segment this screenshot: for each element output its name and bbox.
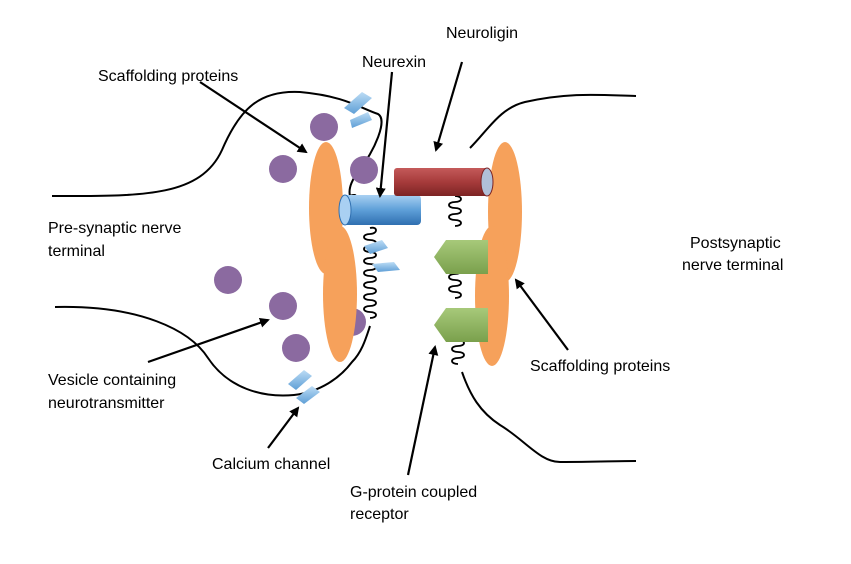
postsynaptic-membrane-upper: [469, 93, 637, 149]
label-vesicle-line2: neurotransmitter: [48, 395, 165, 412]
label-postsynaptic-line2: nerve terminal: [682, 257, 783, 274]
arrow-scaffolding-post: [514, 278, 569, 351]
label-presynaptic-line2: terminal: [48, 243, 105, 260]
calcium-channel-icon: [372, 262, 400, 272]
arrow-vesicle: [147, 317, 270, 364]
vesicle: [269, 292, 297, 320]
label-gpcr-line1: G-protein coupled: [350, 484, 477, 501]
gpcr: [434, 240, 488, 274]
neurexin-cap: [338, 194, 352, 226]
gpcr: [434, 308, 488, 342]
neurexin: [343, 195, 421, 225]
calcium-channel-icon: [364, 240, 388, 254]
presynaptic-coil-mid: [363, 226, 377, 319]
vesicle: [282, 334, 310, 362]
arrow-neuroligin: [433, 61, 464, 152]
label-neuroligin: Neuroligin: [446, 25, 518, 42]
neuroligin-cap: [480, 167, 494, 197]
label-neurexin: Neurexin: [362, 54, 426, 71]
postsynaptic-coil-bottom: [451, 339, 465, 365]
calcium-channel-icon: [350, 112, 372, 128]
label-scaffolding-post: Scaffolding proteins: [530, 358, 670, 375]
label-calcium-channel: Calcium channel: [212, 456, 330, 473]
arrow-gpcr: [406, 345, 439, 476]
label-presynaptic-line1: Pre-synaptic nerve: [48, 220, 181, 237]
label-gpcr-line2: receptor: [350, 506, 409, 523]
calcium-channel-icon: [344, 92, 372, 114]
presynaptic-scaffolding-protein: [323, 226, 357, 362]
calcium-channel-icon: [288, 370, 312, 390]
arrow-scaffolding-pre: [199, 81, 308, 154]
vesicle: [269, 155, 297, 183]
calcium-channel-icon: [296, 386, 320, 404]
arrow-neurexin: [375, 71, 394, 198]
neuroligin: [394, 168, 490, 196]
postsynaptic-coil-top: [448, 195, 462, 227]
label-scaffolding-pre: Scaffolding proteins: [98, 68, 238, 85]
presynaptic-membrane-lower: [54, 305, 371, 397]
postsynaptic-membrane-lower: [461, 371, 637, 464]
vesicle: [214, 266, 242, 294]
label-vesicle-line1: Vesicle containing: [48, 372, 176, 389]
vesicle: [350, 156, 378, 184]
label-postsynaptic-line1: Postsynaptic: [690, 235, 781, 252]
vesicle: [310, 113, 338, 141]
arrow-calcium-channel: [267, 406, 300, 449]
